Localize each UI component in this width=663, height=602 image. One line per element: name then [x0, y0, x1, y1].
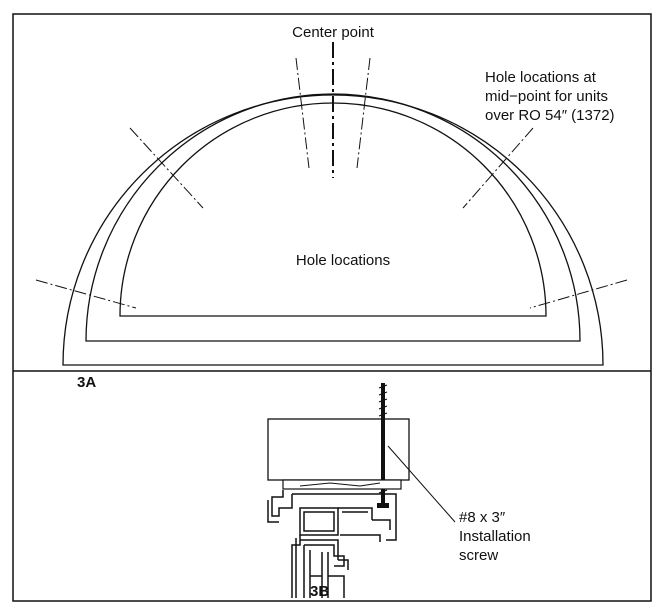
figure-frame [12, 13, 652, 602]
hole-line-low-right [529, 279, 628, 309]
screw-label-line2: Installation [459, 528, 531, 545]
screw-label-line3: screw [459, 547, 498, 564]
figure-3a-label: 3A [77, 374, 96, 391]
wood-block [267, 418, 410, 481]
frame-profile [267, 490, 397, 598]
hole-locations-label: Hole locations [296, 252, 390, 269]
hole-line-mid-left [129, 127, 204, 209]
hole-mid-label-line2: mid−point for units [485, 88, 608, 105]
hole-mid-label-line1: Hole locations at [485, 69, 597, 86]
center-point-label: Center point [292, 24, 375, 41]
screw-head [377, 503, 389, 508]
hole-line-mid-right [462, 127, 534, 209]
arch-middle-frame [85, 93, 581, 342]
hole-line-top-right [356, 57, 371, 169]
hole-line-top-left [295, 57, 310, 169]
hole-line-low-left [35, 279, 137, 309]
hole-mid-label-line3: over RO 54″ (1372) [485, 107, 615, 124]
screw-leader-line [387, 445, 456, 523]
arch-outer-frame [62, 94, 604, 366]
arch-inner-frame [119, 102, 547, 317]
screw-label-line1: #8 x 3″ [459, 509, 506, 526]
shim-wave [299, 482, 381, 487]
figure-3b-label: 3B [310, 583, 329, 600]
